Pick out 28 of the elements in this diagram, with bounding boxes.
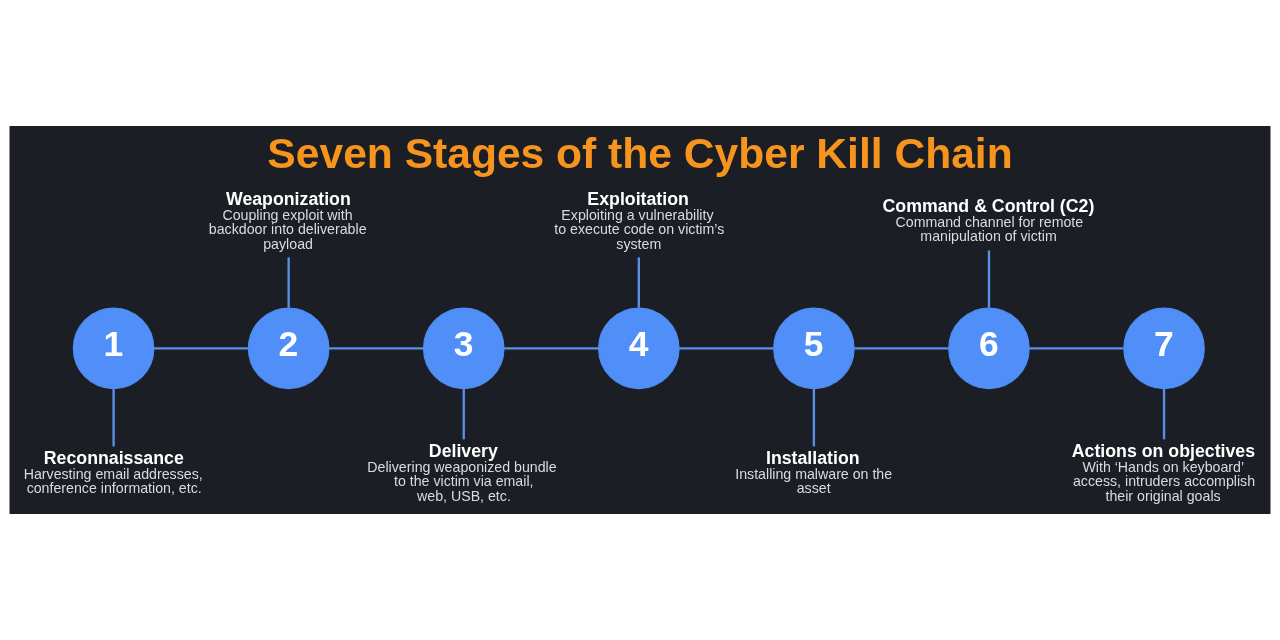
node-text: Weaponization Coupling exploit with backdoor into deliverable payload	[208, 189, 367, 252]
connector	[812, 388, 816, 447]
connector	[462, 388, 465, 440]
node-text: Delivery Delivering weaponized bundle to the victim via email, web, USB, etc.	[367, 441, 557, 504]
node-circle: 5	[773, 307, 855, 390]
node-text: Reconnaissance Harvesting email addresses, conference information, etc.	[23, 448, 203, 497]
node-text: Command & Control (C2) Command channel for remote manipulation of victim	[882, 196, 1095, 245]
connector	[504, 347, 599, 350]
connector	[637, 257, 640, 308]
node-circle: 4	[598, 307, 680, 390]
connector	[854, 347, 949, 350]
node-circle: 2	[247, 307, 330, 390]
connector	[153, 347, 249, 350]
node-circle: 6	[948, 307, 1030, 390]
connector	[287, 257, 290, 308]
connector	[1029, 347, 1124, 350]
node-circle: 1	[72, 307, 155, 390]
connector	[112, 388, 115, 447]
node-circle: 7	[1123, 307, 1205, 390]
node-text: Actions on objectives With ‘Hands on keyboard’ access, intruders accomplish their original goals	[1071, 441, 1256, 504]
connector	[329, 347, 424, 350]
connector	[1162, 388, 1166, 440]
node-text: Installation Installing malware on the asset	[735, 448, 893, 497]
node-text: Exploitation Exploiting a vulnerability to execute code on victim’s system	[554, 189, 725, 252]
diagram-title: Seven Stages of the Cyber Kill Chain	[267, 129, 1013, 178]
connector	[987, 250, 991, 308]
node-circle: 3	[422, 307, 505, 390]
connector	[679, 347, 774, 350]
